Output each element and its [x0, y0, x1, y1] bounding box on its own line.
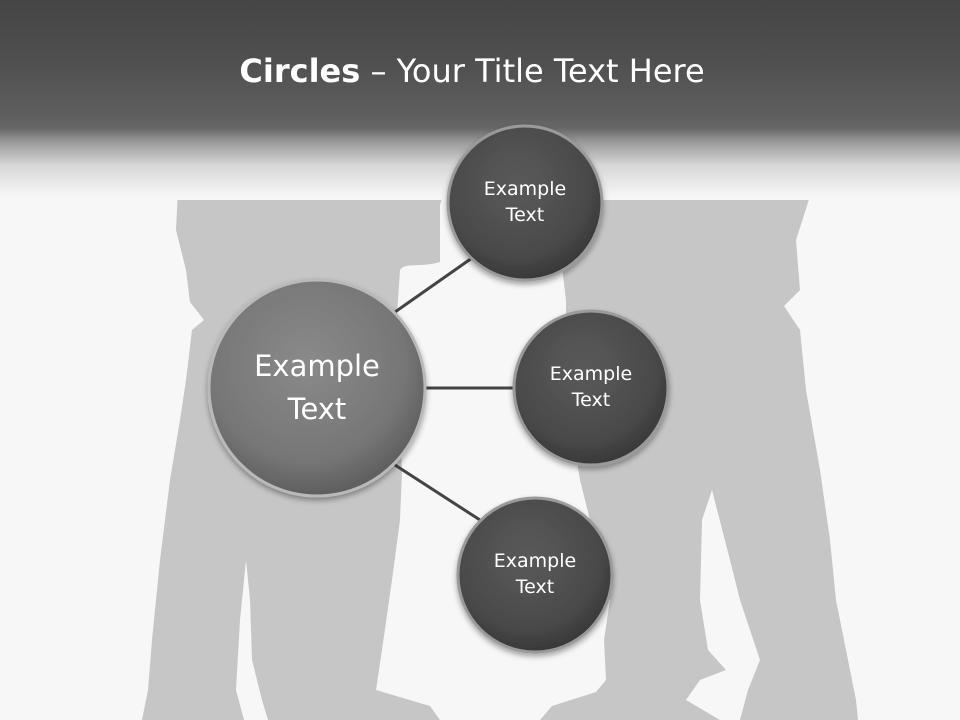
title-separator: –	[360, 52, 397, 90]
satellite-circle-top[interactable]	[446, 124, 604, 282]
title-bold-part: Circles	[239, 52, 361, 90]
satellite-label-top: Example Text	[483, 178, 567, 226]
satellite-circle-middle[interactable]	[512, 309, 670, 467]
connector-line-bottom	[394, 463, 481, 522]
right-figure-silhouette	[540, 132, 858, 720]
satellite-circle-bottom[interactable]	[456, 496, 614, 654]
satellite-label-middle: Example Text	[549, 363, 633, 411]
center-circle-label: Example Text	[254, 348, 380, 427]
center-circle[interactable]	[207, 278, 427, 498]
satellite-label-bottom: Example Text	[493, 550, 577, 598]
connector-line-top	[394, 256, 473, 314]
title-rest: Your Title Text Here	[396, 52, 705, 90]
slide-title: Circles – Your Title Text Here	[0, 52, 944, 90]
